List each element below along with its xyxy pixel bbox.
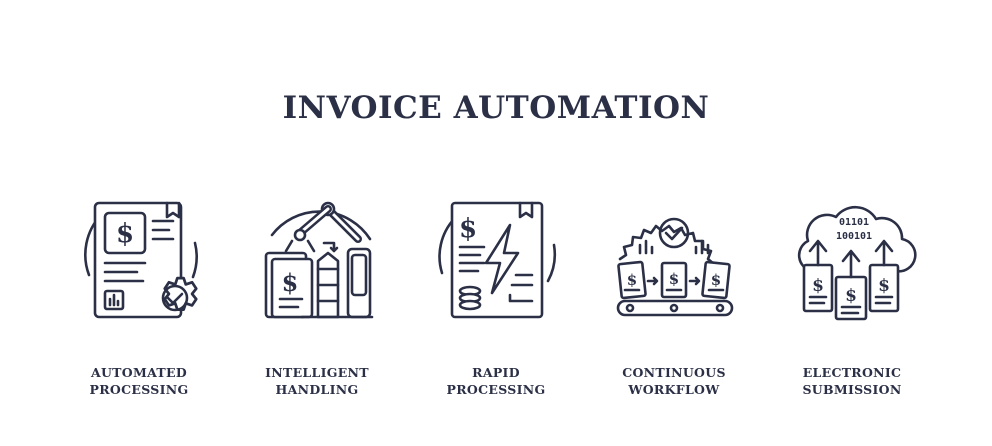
automated-processing-icon: $ bbox=[75, 195, 205, 325]
electronic-submission-icon: 01101 100101 $ $ $ bbox=[788, 195, 918, 325]
svg-text:$: $ bbox=[812, 276, 824, 296]
intelligent-handling-icon: $ bbox=[252, 195, 382, 325]
svg-text:$: $ bbox=[116, 219, 134, 249]
svg-text:$: $ bbox=[669, 270, 679, 288]
rapid-processing-icon: $ bbox=[432, 195, 562, 325]
page-title: INVOICE AUTOMATION bbox=[282, 90, 710, 126]
svg-text:$: $ bbox=[282, 268, 299, 297]
svg-text:$: $ bbox=[711, 271, 721, 289]
svg-text:01101: 01101 bbox=[839, 217, 869, 228]
svg-text:$: $ bbox=[845, 286, 857, 306]
svg-text:$: $ bbox=[627, 271, 637, 289]
continuous-workflow-icon: $ $ $ bbox=[610, 195, 740, 325]
svg-text:$: $ bbox=[878, 276, 890, 296]
svg-text:100101: 100101 bbox=[836, 231, 872, 242]
svg-text:$: $ bbox=[459, 214, 477, 244]
